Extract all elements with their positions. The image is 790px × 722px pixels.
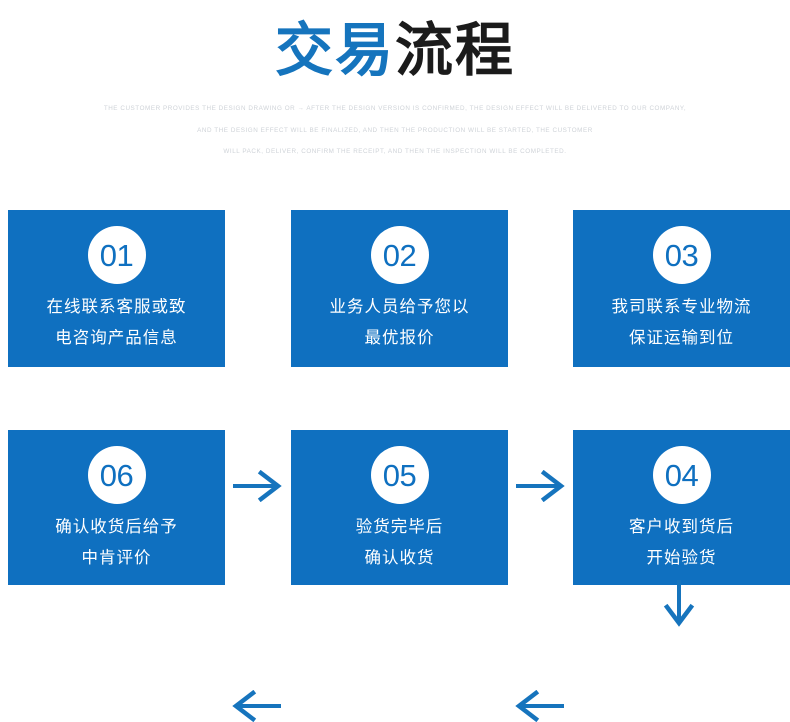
step-text-05-line1: 验货完毕后	[355, 518, 444, 536]
process-flow-diagram: 01 在线联系客服或致 电咨询产品信息 02 业务人员给予您以 最优报价 03 …	[0, 200, 790, 722]
step-number-03: 03	[664, 237, 699, 273]
page-title-dark-part: 流程	[395, 18, 516, 83]
page-title-blue-part: 交易	[274, 18, 395, 83]
step-text-06-line1: 确认收货后给予	[55, 518, 178, 536]
step-text-01: 在线联系客服或致 电咨询产品信息	[8, 292, 225, 354]
step-text-03-line1: 我司联系专业物流	[611, 298, 752, 316]
step-number-badge-03: 03	[652, 226, 711, 284]
arrow-right-icon-step1-step2	[233, 470, 282, 502]
arrow-left-icon-step4-step5	[515, 690, 564, 722]
step-box-03: 03 我司联系专业物流 保证运输到位	[573, 210, 790, 367]
step-text-04-line1: 客户收到货后	[629, 518, 734, 536]
step-number-05: 05	[382, 457, 417, 493]
arrow-left-icon-step5-step6	[232, 690, 281, 722]
step-text-02-line1: 业务人员给予您以	[329, 298, 470, 316]
step-box-04: 04 客户收到货后 开始验货	[573, 430, 790, 585]
step-box-01: 01 在线联系客服或致 电咨询产品信息	[8, 210, 225, 367]
header: 交易流程 THE CUSTOMER PROVIDES THE DESIGN DR…	[0, 0, 790, 163]
step-box-06: 06 确认收货后给予 中肯评价	[8, 430, 225, 585]
step-text-06: 确认收货后给予 中肯评价	[8, 512, 225, 574]
step-text-05-line2: 确认收货	[364, 549, 435, 567]
step-number-04: 04	[664, 457, 699, 493]
page-title: 交易流程	[0, 20, 790, 82]
step-text-04: 客户收到货后 开始验货	[573, 512, 790, 574]
step-number-02: 02	[382, 237, 417, 273]
step-text-01-line2: 电咨询产品信息	[55, 329, 178, 347]
step-number-06: 06	[99, 457, 134, 493]
step-text-01-line1: 在线联系客服或致	[46, 298, 187, 316]
step-text-02: 业务人员给予您以 最优报价	[291, 292, 508, 354]
arrow-right-icon-step2-step3	[516, 470, 565, 502]
step-number-01: 01	[99, 237, 134, 273]
step-text-04-line2: 开始验货	[646, 549, 717, 567]
step-text-06-line2: 中肯评价	[81, 549, 152, 567]
subtitle-block: THE CUSTOMER PROVIDES THE DESIGN DRAWING…	[0, 98, 790, 163]
step-text-03-line2: 保证运输到位	[629, 329, 734, 347]
step-box-05: 05 验货完毕后 确认收货	[291, 430, 508, 585]
step-text-02-line2: 最优报价	[364, 329, 435, 347]
subtitle-line-2: AND THE DESIGN EFFECT WILL BE FINALIZED,…	[197, 126, 593, 134]
step-text-05: 验货完毕后 确认收货	[291, 512, 508, 574]
step-number-badge-01: 01	[87, 226, 146, 284]
step-box-02: 02 业务人员给予您以 最优报价	[291, 210, 508, 367]
step-text-03: 我司联系专业物流 保证运输到位	[573, 292, 790, 354]
step-number-badge-04: 04	[652, 446, 711, 504]
step-number-badge-02: 02	[370, 226, 429, 284]
arrow-down-icon-step3-step4	[663, 580, 695, 627]
subtitle-line-1: THE CUSTOMER PROVIDES THE DESIGN DRAWING…	[103, 105, 687, 112]
step-number-badge-06: 06	[87, 446, 146, 504]
step-number-badge-05: 05	[370, 446, 429, 504]
subtitle-line-3: WILL PACK, DELIVER, CONFIRM THE RECEIPT,…	[223, 148, 567, 155]
